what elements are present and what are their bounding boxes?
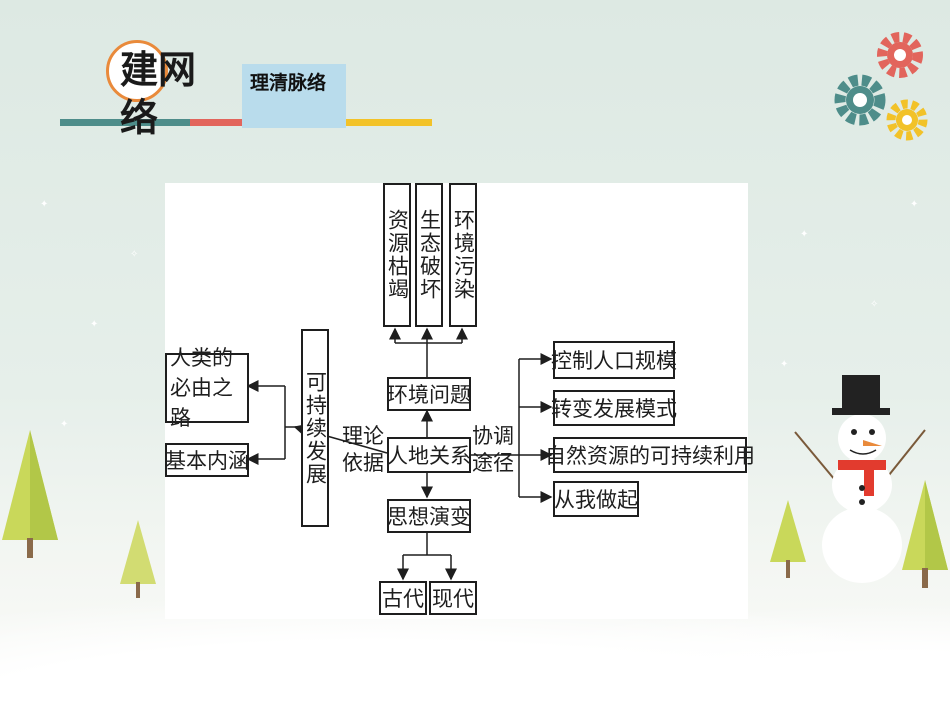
connector-lines bbox=[246, 327, 553, 581]
node-start-with-me: 从我做起 bbox=[553, 481, 639, 517]
node-population-control: 控制人口规模 bbox=[551, 341, 677, 379]
snowflake-icon: ✧ bbox=[130, 249, 139, 260]
title-circle bbox=[106, 40, 168, 102]
snowflake-icon: ✧ bbox=[870, 299, 879, 310]
snowflake-icon: ✦ bbox=[90, 319, 99, 330]
title-bar-yellow bbox=[346, 119, 432, 126]
tree-icon bbox=[902, 480, 948, 588]
snowflake-icon: ✦ bbox=[40, 199, 49, 210]
title-bar-red bbox=[190, 119, 242, 126]
snowflake-icon: ✦ bbox=[400, 649, 409, 660]
label-coordination-path: 协调途径 bbox=[472, 424, 514, 475]
section-title: 建网络 bbox=[120, 48, 197, 140]
node-environmental-pollution: 环境污染 bbox=[449, 183, 477, 327]
concept-map: 资源枯竭 生态破坏 环境污染 环境问题 人地关系 思想演变 古代 现代 可持续发… bbox=[165, 183, 755, 619]
snowman-icon bbox=[794, 375, 926, 583]
node-ancient: 古代 bbox=[379, 581, 427, 615]
snowflake-icon: ✦ bbox=[800, 229, 809, 240]
node-resource-sustainable-use: 自然资源的可持续利用 bbox=[545, 437, 755, 473]
label-theory-basis: 理论依据 bbox=[342, 424, 384, 475]
tree-icon bbox=[2, 430, 58, 558]
node-thought-evolution: 思想演变 bbox=[387, 499, 471, 533]
gears-icon bbox=[834, 32, 928, 141]
node-ecological-damage: 生态破坏 bbox=[415, 183, 443, 327]
snowflake-icon: ✦ bbox=[60, 419, 69, 430]
node-modern: 现代 bbox=[429, 581, 477, 615]
node-human-land-relation: 人地关系 bbox=[387, 437, 471, 473]
node-sustainable-development: 可持续发展 bbox=[301, 329, 329, 527]
tree-icon bbox=[120, 520, 156, 598]
node-development-mode: 转变发展模式 bbox=[551, 390, 677, 426]
node-inevitable-path: 人类的必由之路 bbox=[165, 346, 249, 430]
node-resource-depletion: 资源枯竭 bbox=[383, 183, 411, 327]
tree-icon bbox=[770, 500, 806, 578]
node-basic-connotation: 基本内涵 bbox=[165, 443, 249, 477]
title-bar-teal bbox=[60, 119, 190, 126]
snowflake-icon: ✦ bbox=[780, 359, 789, 370]
snowflake-icon: ✦ bbox=[910, 199, 919, 210]
node-environment-problem: 环境问题 bbox=[387, 377, 471, 411]
section-subtitle: 理清脉络 bbox=[242, 64, 346, 128]
